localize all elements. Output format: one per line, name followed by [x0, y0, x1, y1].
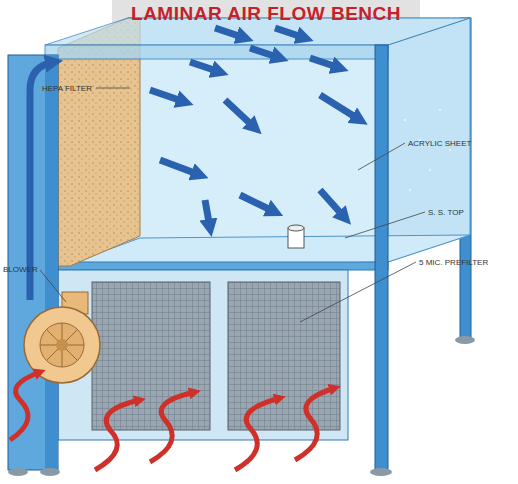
foot	[455, 336, 475, 344]
part-label: BLOWER	[3, 265, 38, 274]
bottle-cap	[288, 225, 304, 231]
part-label: 5 MIC. PREFILTER	[419, 258, 488, 267]
part-label: HEPA FILTER	[42, 84, 92, 93]
part-label: S. S. TOP	[428, 208, 464, 217]
prefilter-panel	[92, 282, 210, 430]
hood-front	[45, 45, 388, 59]
foot	[40, 468, 60, 476]
leader-lines	[40, 88, 425, 322]
front-post	[375, 45, 388, 470]
prefilter-panel	[228, 282, 340, 430]
acrylic-speckle	[404, 109, 451, 191]
foot	[370, 468, 392, 476]
lower-cabinet	[58, 270, 348, 440]
work-top-edge	[58, 262, 388, 270]
blower-impeller	[40, 323, 84, 367]
impeller-blades	[40, 323, 84, 367]
housing-edge	[45, 55, 58, 470]
foot	[8, 468, 28, 476]
title-band	[112, 0, 420, 27]
part-label: ACRYLIC SHEET	[408, 139, 471, 148]
blower-housing	[8, 55, 58, 470]
blower-hub	[56, 339, 68, 351]
airflow-arrows	[30, 28, 360, 300]
intake-arrows	[10, 372, 335, 470]
diagram-title: LAMINAR AIR FLOW BENCH	[112, 3, 420, 25]
